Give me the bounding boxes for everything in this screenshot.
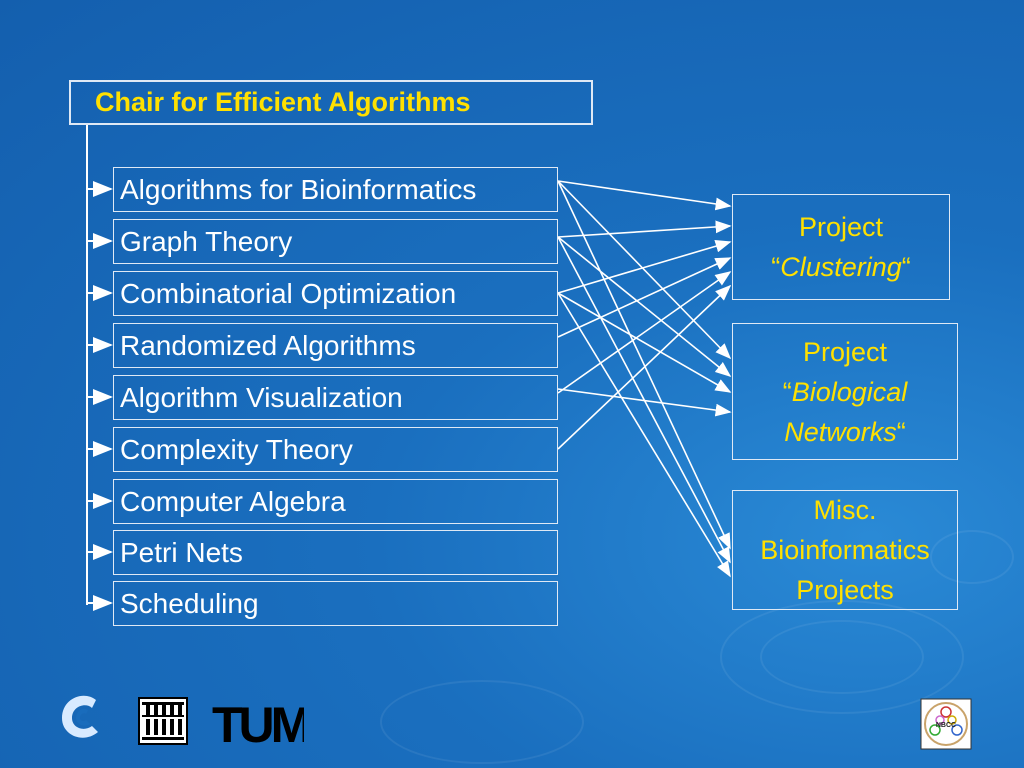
connection-arrow (557, 236, 731, 564)
connection-arrow (557, 220, 732, 238)
topic-box: Computer Algebra (113, 479, 558, 524)
connection-arrow (557, 284, 732, 450)
abacus-logo-icon (138, 697, 188, 745)
topic-label: Petri Nets (120, 536, 243, 568)
project-label: Project (802, 336, 888, 367)
connection-arrow (557, 180, 731, 550)
branch-arrow (86, 181, 113, 197)
topic-label: Scheduling (120, 587, 259, 619)
project-bio-networks-box: Project “Biological Networks“ (732, 323, 958, 460)
background-ripple (760, 620, 924, 694)
title-text: Chair for Efficient Algorithms (95, 87, 471, 117)
connection-arrow (557, 292, 732, 393)
background-ripple (720, 600, 964, 714)
nbcc-seal-icon: NBCC (920, 698, 972, 750)
branch-arrow (86, 544, 113, 560)
topic-label: Graph Theory (120, 225, 293, 257)
topic-label: Computer Algebra (120, 485, 346, 517)
project-label: Bioinformatics (760, 535, 930, 565)
topic-box: Graph Theory (113, 219, 558, 264)
topic-label: Combinatorial Optimization (120, 277, 457, 309)
project-label: Misc. (813, 495, 877, 525)
connection-arrow (557, 236, 732, 378)
background-ripple (380, 680, 584, 764)
topic-label: Algorithms for Bioinformatics (120, 173, 477, 205)
topic-box: Algorithms for Bioinformatics (113, 167, 558, 212)
project-label: Project (798, 212, 884, 242)
project-misc-box: Misc. Bioinformatics Projects (732, 490, 958, 610)
topic-box: Algorithm Visualization (113, 375, 558, 420)
project-name: Networks“ (784, 416, 906, 447)
svg-text:TUM: TUM (212, 700, 304, 746)
connection-arrow (557, 257, 732, 338)
svg-text:NBCC: NBCC (936, 722, 956, 729)
connection-arrow (557, 292, 731, 578)
topic-label: Algorithm Visualization (120, 381, 403, 413)
project-clustering-box: Project “Clustering“ (732, 194, 950, 300)
branch-arrow (86, 337, 113, 353)
connection-arrow (557, 239, 732, 294)
topic-box: Scheduling (113, 581, 558, 626)
project-name: “Clustering“ (771, 252, 911, 282)
chart-title: Chair for Efficient Algorithms (69, 80, 593, 125)
topic-label: Randomized Algorithms (120, 329, 416, 361)
tum-logo-icon: TUM (212, 700, 304, 746)
project-name: “Biological (782, 376, 908, 407)
topic-label: Complexity Theory (120, 433, 353, 465)
branch-arrow (86, 441, 113, 457)
topic-box: Randomized Algorithms (113, 323, 558, 368)
connection-arrow (557, 271, 732, 394)
topic-box: Petri Nets (113, 530, 558, 575)
branch-arrow (86, 285, 113, 301)
branch-arrow (86, 233, 113, 249)
branch-arrow (86, 493, 113, 509)
connection-arrow (557, 388, 732, 417)
connection-arrow (557, 180, 732, 211)
tree-trunk-line (86, 125, 88, 605)
swirl-logo-icon (62, 695, 98, 738)
topic-box: Combinatorial Optimization (113, 271, 558, 316)
branch-arrow (86, 389, 113, 405)
topic-box: Complexity Theory (113, 427, 558, 472)
background-ripple (930, 530, 1014, 584)
project-label: Projects (796, 575, 894, 605)
connection-arrow (557, 180, 732, 360)
branch-arrow (86, 595, 113, 611)
